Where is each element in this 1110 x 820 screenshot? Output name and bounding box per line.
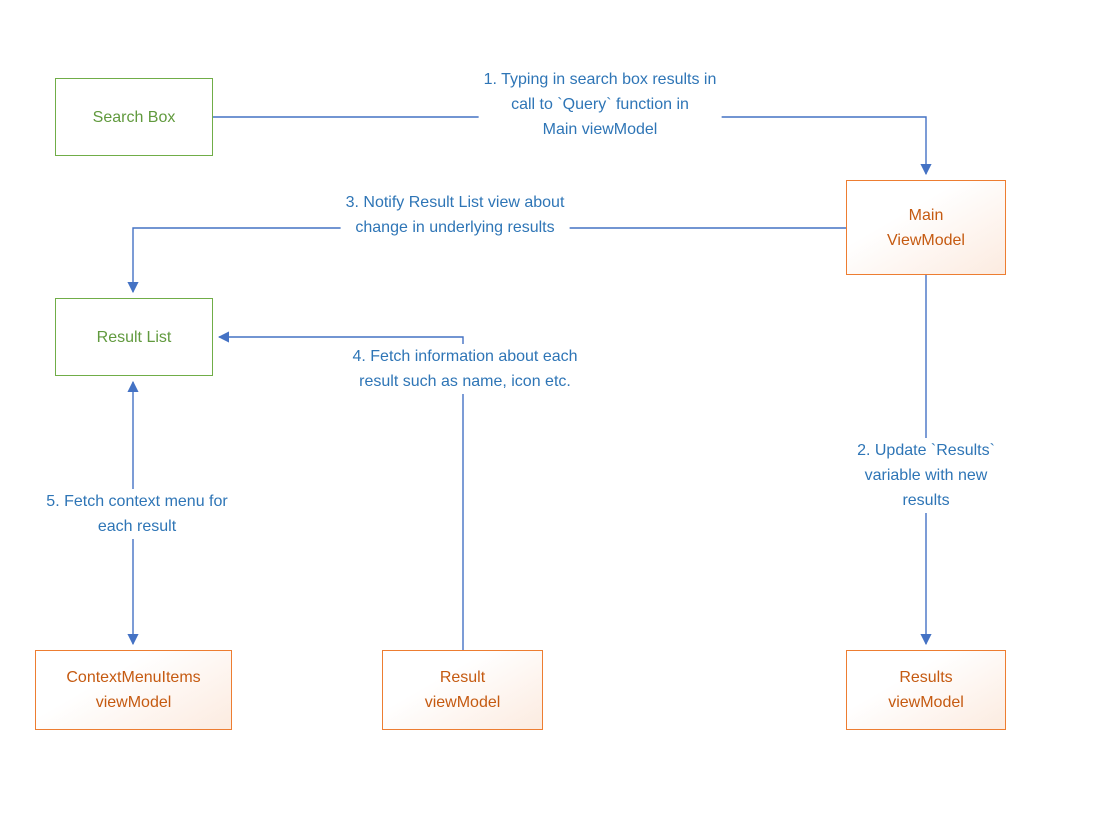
edge-label-step4: 4. Fetch information about each result s… xyxy=(347,344,583,394)
node-result-list: Result List xyxy=(55,298,213,376)
node-result-viewmodel: Result viewModel xyxy=(382,650,543,730)
arrow-step1-searchbox-to-mainviewmodel xyxy=(213,116,932,176)
edge-label-step3: 3. Notify Result List view about change … xyxy=(340,190,570,240)
node-results-viewmodel: Results viewModel xyxy=(846,650,1006,730)
edge-label-step5: 5. Fetch context menu for each result xyxy=(41,489,233,539)
node-contextmenuitems-viewmodel: ContextMenuItems viewModel xyxy=(35,650,232,730)
edge-label-step2: 2. Update `Results` variable with new re… xyxy=(834,438,1018,513)
node-search-box: Search Box xyxy=(55,78,213,156)
edge-label-step1: 1. Typing in search box results in call … xyxy=(478,67,722,142)
arrow-step4-resultviewmodel-to-resultlist xyxy=(217,331,464,650)
node-main-viewmodel: Main ViewModel xyxy=(846,180,1006,275)
arrow-step3-mainviewmodel-to-resultlist xyxy=(127,227,846,294)
